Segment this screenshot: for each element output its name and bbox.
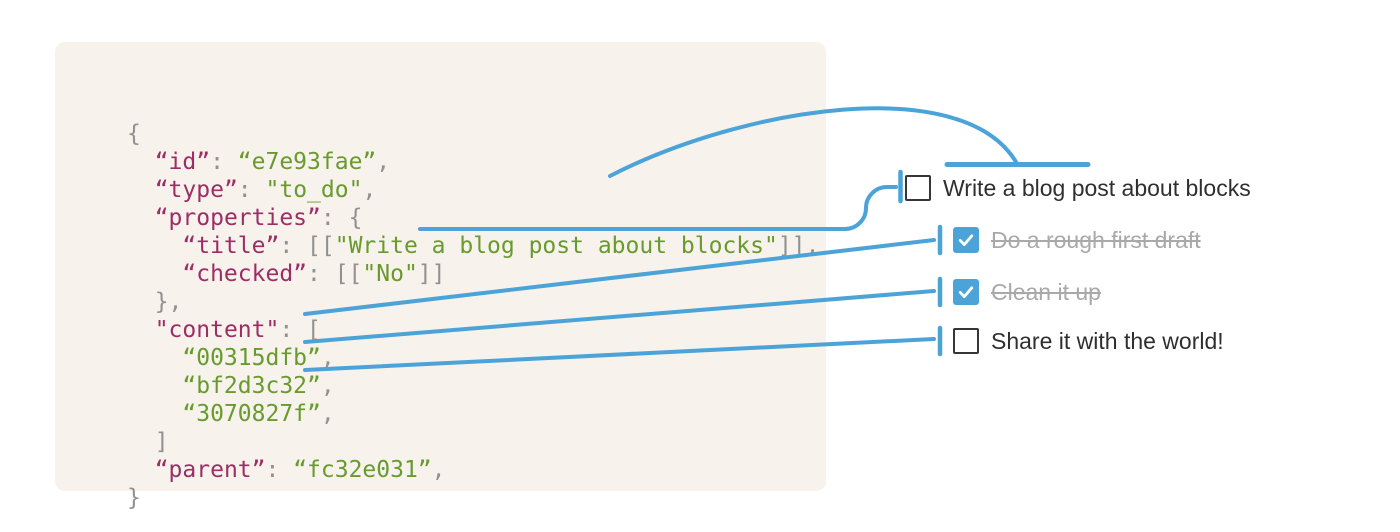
code-token: }, [127, 289, 183, 315]
code-token: “00315dfb” [182, 345, 321, 371]
code-token [127, 177, 155, 203]
code-token: , [320, 345, 335, 371]
code-token: “properties” [154, 205, 321, 231]
code-token: “bf2d3c32” [182, 373, 321, 399]
code-token: , [376, 149, 391, 175]
code-line: “type”: "to_do", [127, 176, 819, 204]
code-token [127, 345, 182, 371]
code-panel: { “id”: “e7e93fae”, “type”: "to_do", “pr… [55, 42, 826, 511]
code-token: "to_do" [265, 177, 363, 203]
todo-item-label: Clean it up [991, 279, 1101, 305]
code-token: : [[ [307, 261, 363, 287]
checkbox-unchecked[interactable] [953, 328, 979, 354]
checkbox-checked[interactable] [953, 227, 979, 253]
todo-item-label: Share it with the world! [991, 328, 1224, 354]
checkbox-unchecked[interactable] [905, 175, 931, 201]
check-icon [958, 286, 974, 298]
code-token: “fc32e031” [293, 457, 432, 483]
todo-item-label: Write a blog post about blocks [943, 175, 1251, 201]
code-line: “00315dfb”, [127, 344, 819, 372]
code-line: “3070827f”, [127, 400, 819, 428]
code-token: : [ [279, 317, 321, 343]
code-token: “type” [154, 177, 238, 203]
code-token: "No" [362, 261, 418, 287]
code-token [127, 233, 182, 259]
code-line: } [127, 484, 819, 512]
code-token: “parent” [154, 457, 266, 483]
code-token: , [320, 373, 335, 399]
code-token [127, 373, 182, 399]
code-line: “checked”: [["No"]] [127, 260, 819, 288]
code-line: { [127, 120, 819, 148]
code-token: “3070827f” [182, 401, 321, 427]
code-token: "Write a blog post about blocks" [334, 233, 778, 259]
code-line: “properties”: { [127, 204, 819, 232]
check-icon [958, 234, 974, 246]
code-token: , [320, 401, 335, 427]
code-token: ]], [777, 233, 820, 259]
code-line: ] [127, 428, 819, 456]
code-token: { [127, 121, 141, 147]
code-line: “id”: “e7e93fae”, [127, 148, 819, 176]
code-token: “title” [182, 233, 280, 259]
code-line: “bf2d3c32”, [127, 372, 819, 400]
code-token: : [237, 177, 266, 203]
code-token: "content" [154, 317, 280, 343]
code-token: “id” [154, 149, 211, 175]
code-token [127, 317, 155, 343]
code-token: , [362, 177, 377, 203]
code-token: “checked” [182, 261, 308, 287]
code-token: : { [320, 205, 363, 231]
code-line: }, [127, 288, 819, 316]
checkbox-checked[interactable] [953, 279, 979, 305]
code-line: “title”: [["Write a blog post about bloc… [127, 232, 819, 260]
todo-item-label: Do a rough first draft [991, 227, 1201, 253]
code-token: : [210, 149, 238, 175]
code-token: : [[ [279, 233, 335, 259]
code-token [127, 205, 155, 231]
code-token [127, 149, 155, 175]
code-token [127, 261, 182, 287]
code-token: , [431, 457, 446, 483]
code-token: ] [127, 429, 169, 455]
code-line: “parent”: “fc32e031”, [127, 456, 819, 484]
code-token [127, 457, 155, 483]
code-token: } [127, 485, 141, 511]
code-token [127, 401, 182, 427]
code-token: ]] [417, 261, 446, 287]
code-block: { “id”: “e7e93fae”, “type”: "to_do", “pr… [127, 120, 819, 512]
code-token: “e7e93fae” [237, 149, 377, 175]
code-line: "content": [ [127, 316, 819, 344]
code-token: : [265, 457, 294, 483]
